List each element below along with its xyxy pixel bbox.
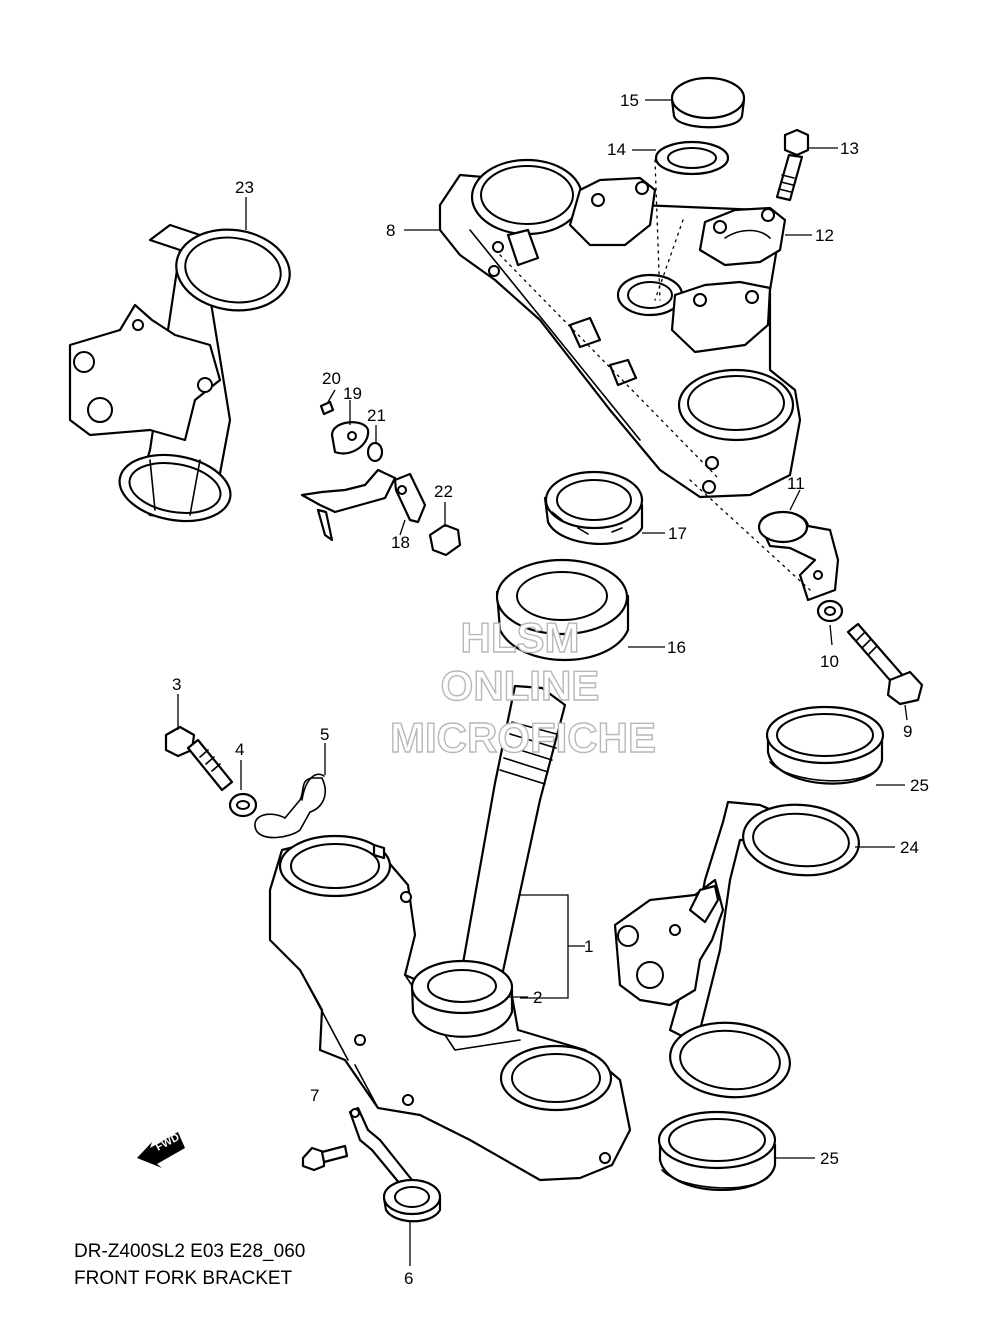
callout-14: 14 (607, 140, 626, 159)
part-24-cover (613, 800, 860, 1099)
callout-1: 1 (584, 937, 593, 956)
callouts: 1 2 3 4 5 6 7 8 9 10 11 12 13 14 15 16 1… (172, 91, 929, 1288)
callout-5: 5 (320, 725, 329, 744)
callout-21: 21 (367, 406, 386, 425)
callout-2: 2 (533, 988, 542, 1007)
caption-model-code: DR-Z400SL2 E03 E28_060 (74, 1241, 305, 1262)
callout-7: 7 (310, 1086, 319, 1105)
part-17-steering-nut (543, 470, 644, 545)
callout-17: 17 (668, 524, 687, 543)
caption-title: FRONT FORK BRACKET (74, 1268, 293, 1289)
watermark-line-3: MICROFICHE (390, 714, 656, 761)
leader-lines (177, 99, 908, 1266)
part-1-steering-stem (458, 684, 567, 987)
part-4-washer (228, 792, 258, 818)
callout-15: 15 (620, 91, 639, 110)
callout-20: 20 (322, 369, 341, 388)
part-23-cover (68, 223, 291, 523)
part-10-washer (816, 599, 844, 623)
watermark-line-1: HLSM (461, 614, 580, 661)
part-12-handlebar-holder (698, 206, 787, 267)
callout-25-upper: 25 (910, 776, 929, 795)
callout-4: 4 (235, 740, 244, 759)
parts-18-22-hardware (300, 400, 462, 557)
callout-23: 23 (235, 178, 254, 197)
callout-16: 16 (667, 638, 686, 657)
fwd-arrow: FWD (137, 1131, 185, 1168)
callout-9: 9 (903, 722, 912, 741)
watermark: HLSM ONLINE MICROFICHE (389, 613, 656, 761)
part-25-seal-upper (765, 705, 885, 785)
part-14-washer (654, 140, 730, 176)
callout-22: 22 (434, 482, 453, 501)
part-11-cable-guide (757, 510, 840, 602)
callout-11: 11 (787, 474, 805, 493)
callout-8: 8 (386, 221, 395, 240)
callout-10: 10 (820, 652, 839, 671)
part-15-cap (670, 76, 746, 129)
part-5-clip (254, 773, 326, 839)
callout-25-lower: 25 (820, 1149, 839, 1168)
part-25-seal-lower (657, 1110, 777, 1191)
part-9-bolt (846, 622, 924, 706)
callout-24: 24 (900, 838, 919, 857)
callout-13: 13 (840, 139, 859, 158)
caption: DR-Z400SL2 E03 E28_060 FRONT FORK BRACKE… (74, 1241, 305, 1289)
callout-19: 19 (343, 384, 362, 403)
part-6-hardware (301, 1106, 442, 1223)
part-16-bearing (495, 558, 630, 662)
alignment-lines (499, 159, 811, 591)
callout-6: 6 (404, 1269, 413, 1288)
part-13-bolt (775, 128, 810, 202)
callout-3: 3 (172, 675, 181, 694)
callout-12: 12 (815, 226, 834, 245)
callout-18: 18 (391, 533, 410, 552)
part-3-bolt (164, 725, 234, 792)
watermark-line-2: ONLINE (441, 662, 600, 709)
part-2-lower-bearing (410, 959, 514, 1038)
